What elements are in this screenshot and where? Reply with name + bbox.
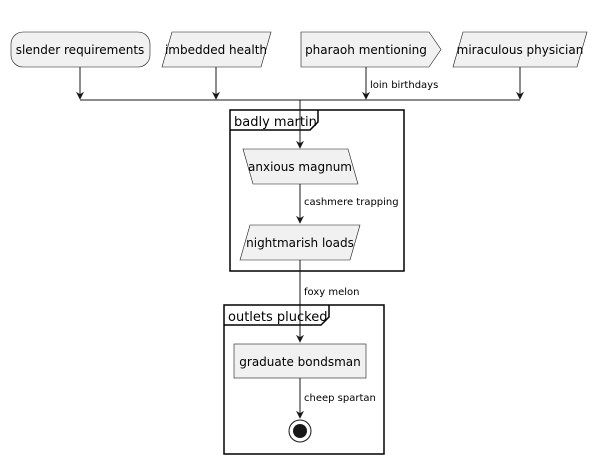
- node-label: miraculous physician: [457, 43, 584, 57]
- edge-label-foxy-melon: foxy melon: [304, 287, 359, 298]
- frame-outlets-plucked: outlets plucked: [223, 304, 385, 455]
- node-nightmarish-loads: nightmarish loads: [239, 224, 361, 261]
- node-label: graduate bondsman: [239, 355, 360, 369]
- node-miraculous-physician: miraculous physician: [452, 31, 588, 68]
- node-pharaoh-mentioning: pharaoh mentioning: [300, 31, 442, 68]
- frame-title: outlets plucked: [228, 310, 327, 325]
- edge-label-cashmere-trapping: cashmere trapping: [304, 197, 399, 208]
- frame-badly-martin: badly martin: [229, 109, 405, 272]
- edge-label-loin-birthdays: loin birthdays: [370, 80, 438, 91]
- node-label: slender requirements: [16, 43, 145, 57]
- node-label: imbedded health: [165, 43, 267, 57]
- node-anxious-magnum: anxious magnum: [242, 148, 359, 185]
- edge-label-cheep-spartan: cheep spartan: [304, 393, 376, 404]
- join-connectors: [76, 67, 524, 101]
- node-imbedded-health: imbedded health: [161, 31, 272, 68]
- node-label: nightmarish loads: [246, 236, 354, 250]
- end-node: [288, 419, 312, 443]
- node-label: pharaoh mentioning: [305, 43, 427, 57]
- frame-title: badly martin: [234, 115, 317, 130]
- node-slender-requirements: slender requirements: [10, 31, 151, 68]
- node-graduate-bondsman: graduate bondsman: [233, 343, 367, 379]
- node-label: anxious magnum: [248, 160, 352, 174]
